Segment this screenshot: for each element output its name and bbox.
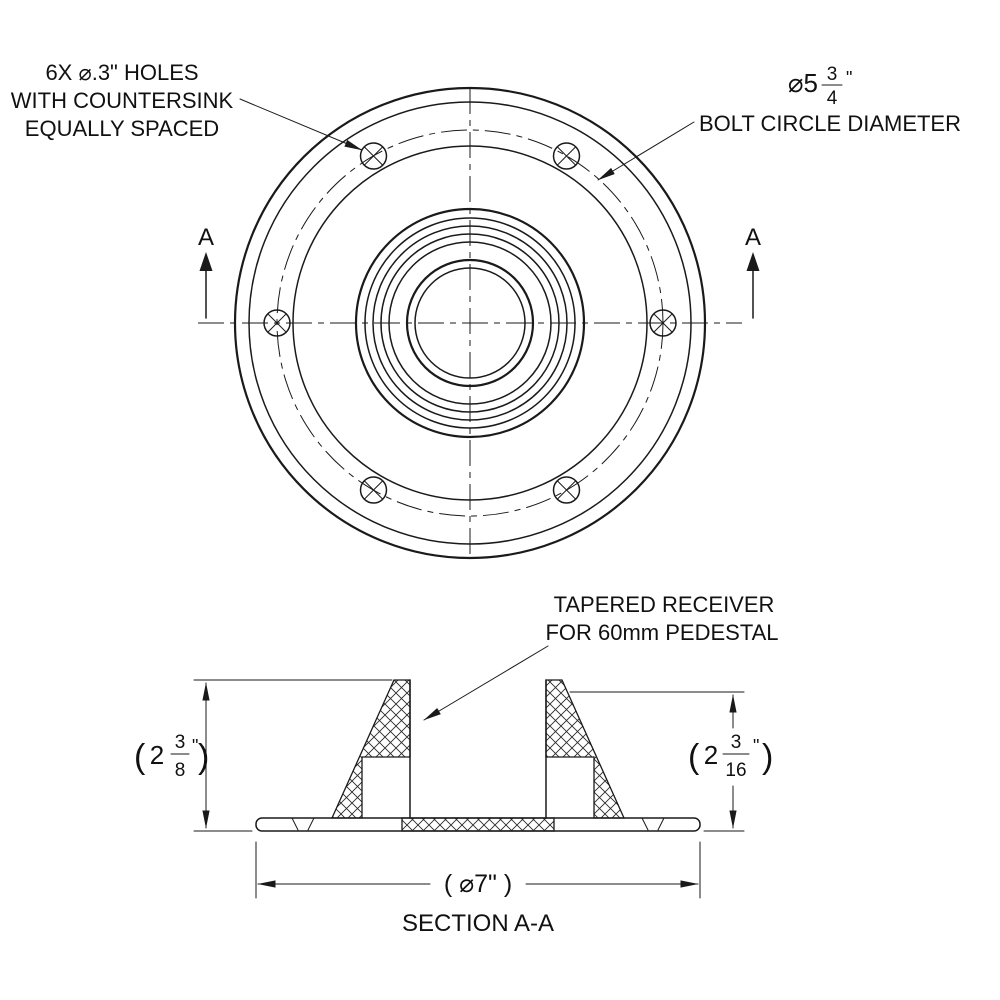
bolt-hole — [552, 476, 581, 504]
floor-strip — [401, 817, 555, 832]
countersink-notch-left — [291, 817, 315, 831]
bolt-hole — [359, 142, 388, 170]
dimension-height-right: ( 2 3 16 " ) — [569, 691, 773, 832]
tapered-wall-right — [545, 679, 626, 819]
arrowhead-up — [199, 252, 213, 271]
section-view: TAPERED RECEIVER FOR 60mm PEDESTAL ( 2 3… — [134, 592, 779, 937]
leader-line-receiver — [423, 645, 549, 721]
top-view: A A 6X ⌀.3" HOLES WITH COUNTERSINK EQUAL… — [11, 60, 961, 560]
bolt-hole — [263, 309, 291, 337]
dim-left-paren-close: ) — [198, 738, 209, 776]
dim-right-paren-open: ( — [688, 738, 700, 776]
countersink-notch-right — [641, 817, 665, 831]
dim-left-frac-den: 8 — [175, 760, 186, 781]
callout-holes: 6X ⌀.3" HOLES WITH COUNTERSINK EQUALLY S… — [11, 60, 363, 151]
dimension-width: ( ⌀7" ) — [255, 841, 701, 899]
bolt-hole — [359, 476, 388, 504]
dimension-height-left: ( 2 3 8 " ) — [134, 679, 393, 832]
section-letter-left: A — [198, 224, 214, 251]
section-letter-right: A — [745, 224, 761, 251]
bolt-hole — [649, 309, 677, 337]
bolt-hole — [552, 142, 581, 170]
dim-right-frac-den: 16 — [725, 760, 746, 781]
leader-line-bolt-circle — [597, 121, 695, 181]
dim-width-label: ( ⌀7" ) — [444, 870, 512, 898]
raised-boss-circle — [292, 145, 648, 501]
bolt-dia-frac-den: 4 — [827, 88, 838, 109]
receiver-label-line1: TAPERED RECEIVER — [554, 592, 775, 617]
leader-line-holes — [239, 98, 363, 151]
section-title: SECTION A-A — [402, 910, 554, 937]
flange-rim-circle — [248, 101, 692, 545]
callout-receiver: TAPERED RECEIVER FOR 60mm PEDESTAL — [423, 592, 779, 721]
section-arrow-right: A — [745, 224, 761, 319]
hub-ring-3 — [372, 225, 568, 421]
receiver-bore-inner-circle — [414, 267, 526, 379]
dim-right-frac-num: 3 — [731, 732, 742, 753]
dim-right-whole: 2 — [704, 740, 718, 770]
receiver-bore-circle — [405, 258, 535, 388]
dim-left-frac-num: 3 — [175, 732, 186, 753]
section-arrow-left: A — [198, 224, 214, 319]
dim-left-paren-open: ( — [134, 738, 146, 776]
dim-left-whole: 2 — [150, 740, 164, 770]
dim-right-inch-mark: " — [753, 736, 759, 756]
callout-bolt-circle: ⌀5 3 4 " BOLT CIRCLE DIAMETER — [597, 64, 961, 181]
hub-ring-1 — [354, 207, 586, 439]
flange-outer-circle — [233, 86, 707, 560]
dim-right-paren-close: ) — [762, 738, 773, 776]
arrowhead-up — [746, 252, 760, 271]
receiver-label-line2: FOR 60mm PEDESTAL — [545, 620, 778, 645]
hub-ring-2 — [364, 217, 576, 429]
bolt-dia-inch-mark: " — [846, 68, 852, 88]
bolt-dia-frac-num: 3 — [827, 64, 838, 85]
callout-holes-line2: WITH COUNTERSINK — [11, 88, 234, 113]
hub-ring-5 — [388, 241, 552, 405]
bolt-circle-label: BOLT CIRCLE DIAMETER — [699, 111, 961, 136]
callout-holes-line1: 6X ⌀.3" HOLES — [45, 60, 198, 85]
dim-left-inch-mark: " — [192, 736, 198, 756]
bolt-dia-prefix: ⌀5 — [788, 68, 818, 98]
tapered-wall-left — [330, 679, 411, 819]
callout-holes-line3: EQUALLY SPACED — [25, 116, 219, 141]
hub-ring-4 — [380, 233, 560, 413]
